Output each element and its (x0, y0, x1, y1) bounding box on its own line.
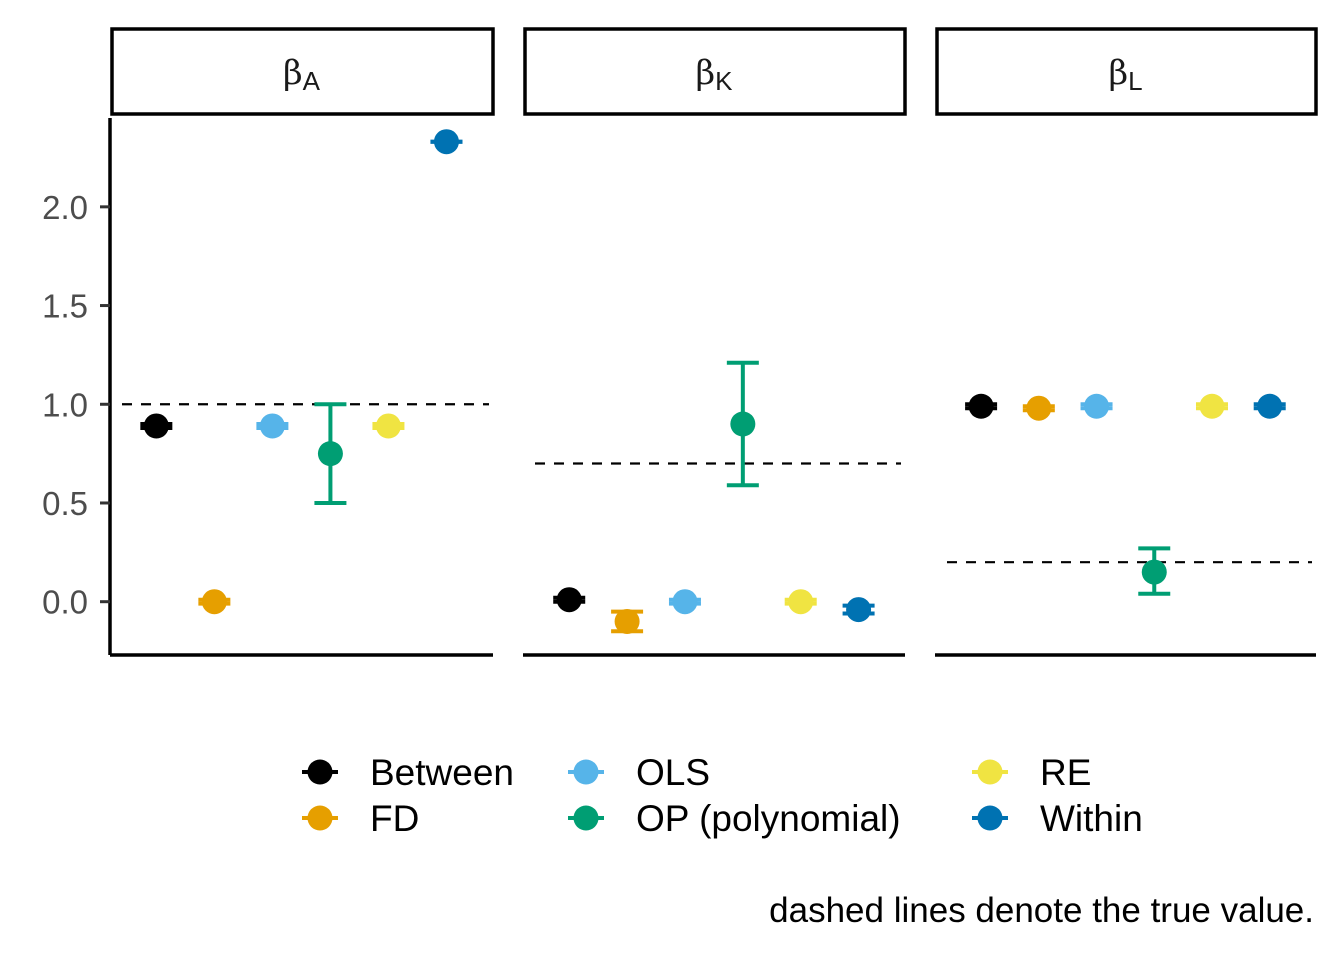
y-tick-label: 1.5 (42, 288, 88, 325)
point-between (965, 393, 998, 419)
facet-L: βL (935, 27, 1318, 657)
point-op-polynomial- (726, 360, 759, 488)
legend-item: RE (972, 752, 1091, 793)
point-ols (1080, 393, 1113, 419)
y-tick-label: 0.5 (42, 485, 88, 522)
legend-label: RE (1040, 752, 1091, 793)
legend-key-marker (977, 805, 1003, 831)
facet-strip-label: βK (696, 53, 734, 96)
estimate-marker (1257, 393, 1283, 419)
legend-label: OLS (636, 752, 710, 793)
legend-key-marker (573, 805, 599, 831)
facet-strip-label: βA (283, 53, 321, 96)
point-fd (611, 608, 644, 634)
point-re (372, 413, 405, 439)
estimate-marker (1141, 559, 1167, 585)
y-axis: 0.0 0.5 1.0 1.5 2.0 (42, 118, 112, 655)
point-re (1195, 393, 1228, 419)
legend-item: OP (polynomial) (568, 798, 901, 839)
legend-label: Within (1040, 798, 1143, 839)
legend-label: OP (polynomial) (636, 798, 901, 839)
legend-item: OLS (568, 752, 710, 793)
point-op-polynomial- (314, 402, 347, 505)
estimate-marker (846, 597, 872, 623)
estimate-marker (1026, 395, 1052, 421)
facet-strip (935, 27, 1318, 116)
facet-strip-label: βL (1108, 53, 1142, 96)
point-ols (668, 589, 701, 615)
point-op-polynomial- (1138, 546, 1171, 596)
point-ols (256, 413, 289, 439)
estimate-marker (788, 589, 814, 615)
point-re (784, 589, 817, 615)
estimate-marker (259, 413, 285, 439)
legend-item: Within (972, 798, 1143, 839)
chart-caption: dashed lines denote the true value. (769, 891, 1314, 930)
estimate-marker (968, 393, 994, 419)
estimate-marker (375, 413, 401, 439)
point-between (140, 413, 173, 439)
facet-K: βK (523, 27, 907, 657)
estimate-marker (201, 589, 227, 615)
legend-key-marker (307, 759, 333, 785)
estimate-marker (614, 608, 640, 634)
estimate-marker (1084, 393, 1110, 419)
estimate-marker (730, 411, 756, 437)
y-tick-label: 1.0 (42, 386, 88, 423)
legend-item: Between (302, 752, 514, 793)
point-fd (198, 589, 231, 615)
estimate-marker (672, 589, 698, 615)
y-tick-label: 0.0 (42, 584, 88, 621)
legend-key-marker (573, 759, 599, 785)
legend-item: FD (302, 798, 419, 839)
estimate-marker (143, 413, 169, 439)
legend-key-marker (977, 759, 1003, 785)
point-within (842, 597, 875, 623)
point-fd (1022, 395, 1055, 421)
point-within (1253, 393, 1286, 419)
facet-panels: βA βK βL (110, 27, 1318, 657)
facet-strip (110, 27, 495, 116)
y-tick-label: 2.0 (42, 189, 88, 226)
estimate-marker (317, 441, 343, 467)
facet-A: βA (110, 27, 495, 657)
estimate-marker (1199, 393, 1225, 419)
point-within (430, 129, 463, 155)
estimate-marker (433, 129, 459, 155)
point-between (553, 587, 586, 613)
legend-label: FD (370, 798, 419, 839)
estimate-marker (556, 587, 582, 613)
facet-strip (523, 27, 907, 116)
legend-key-marker (307, 805, 333, 831)
legend-label: Between (370, 752, 514, 793)
